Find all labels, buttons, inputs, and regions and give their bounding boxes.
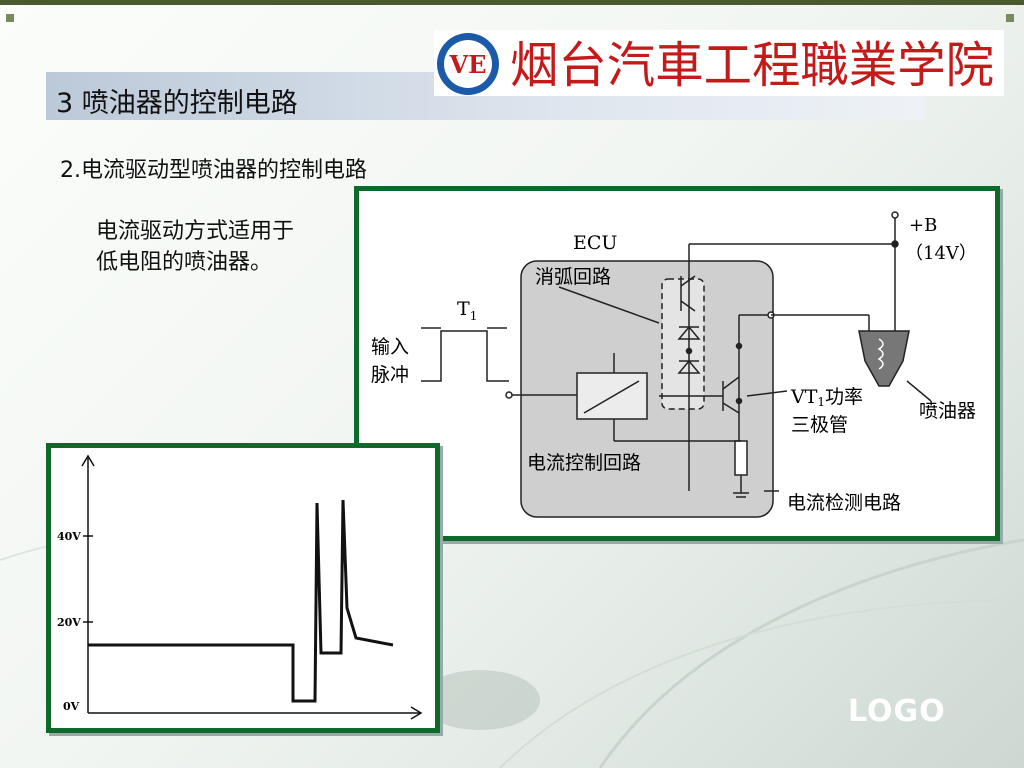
emblem-text: VE — [449, 50, 487, 79]
description-text: 电流驱动方式适用于低电阻的喷油器。 — [96, 219, 295, 275]
logo-placeholder: LOGO — [848, 694, 946, 729]
injector-shape — [858, 330, 910, 387]
school-logo: VE 烟台汽車工程職業学院 — [434, 30, 1004, 96]
supply-label: +B — [909, 215, 937, 236]
top-border — [0, 0, 1024, 5]
scope-label-20v: 20V — [57, 616, 81, 629]
scope-label-40v: 40V — [57, 530, 81, 543]
pulse-width-label: T1 — [457, 298, 477, 323]
waveform-panel: 40V 20V 0V — [46, 443, 440, 733]
ecu-label: ECU — [573, 232, 617, 254]
input-pulse-label-2: 脉冲 — [371, 364, 409, 386]
input-pulse-label-1: 输入 — [371, 336, 409, 358]
corner-mark — [1006, 14, 1014, 22]
scope-label-0v: 0V — [63, 700, 80, 713]
circuit-diagram: ECU +B （14V） 消弧回路 T1 输入 脉冲 VT1功率 三极管 喷油器… — [354, 186, 1000, 541]
arc-circuit-box — [661, 278, 705, 410]
current-detect-label: 电流检测电路 — [787, 492, 901, 514]
school-name: 烟台汽車工程職業学院 — [510, 37, 994, 94]
waveform-trace — [88, 499, 394, 703]
current-control-label: 电流控制回路 — [527, 452, 641, 474]
supply-voltage-label: （14V） — [905, 243, 977, 264]
school-emblem-icon: VE — [437, 33, 499, 95]
corner-mark — [6, 14, 14, 22]
transistor-label: VT1功率 — [790, 386, 863, 409]
injector-label: 喷油器 — [919, 400, 976, 422]
section-subtitle: 2.电流驱动型喷油器的控制电路 — [60, 158, 367, 183]
page-title: 3 喷油器的控制电路 — [56, 88, 298, 119]
arc-circuit-label: 消弧回路 — [535, 266, 611, 288]
transistor-label-line2: 三极管 — [791, 414, 848, 436]
